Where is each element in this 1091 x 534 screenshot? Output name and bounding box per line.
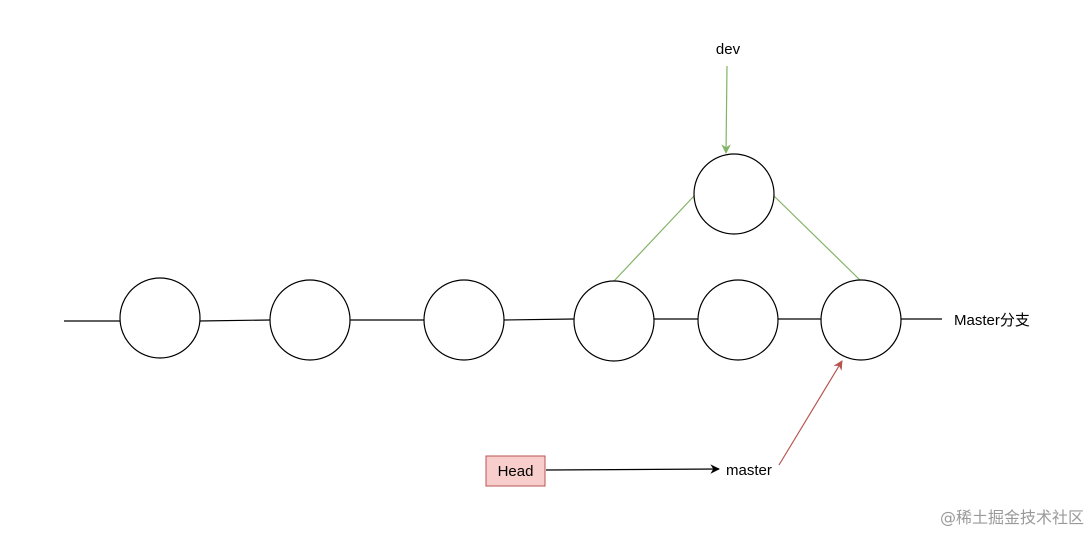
commit-node-1	[119, 277, 201, 359]
master-pointer-label: master	[726, 462, 772, 479]
dev-commit-node	[693, 153, 775, 235]
head-to-master-arrow	[545, 464, 720, 474]
dev-branch-merge-line	[773, 195, 862, 282]
commit-node-3	[423, 279, 505, 361]
watermark: @稀土掘金技术社区	[940, 508, 1084, 527]
commit-node-2	[269, 279, 351, 361]
head-box	[485, 455, 546, 487]
dev-label: dev	[716, 41, 741, 58]
master-line-segment-3	[502, 318, 575, 321]
commit-node-5	[697, 279, 779, 361]
commit-node-6	[820, 279, 902, 361]
master-pointer-arrow	[778, 360, 843, 466]
master-branch-label: Master分支	[954, 312, 1030, 329]
head-label: Head	[498, 463, 534, 480]
commit-node-4	[573, 280, 655, 362]
dev-branch-out-line	[613, 195, 695, 282]
dev-pointer-arrow	[721, 65, 731, 154]
master-line-segment-1	[198, 319, 271, 322]
